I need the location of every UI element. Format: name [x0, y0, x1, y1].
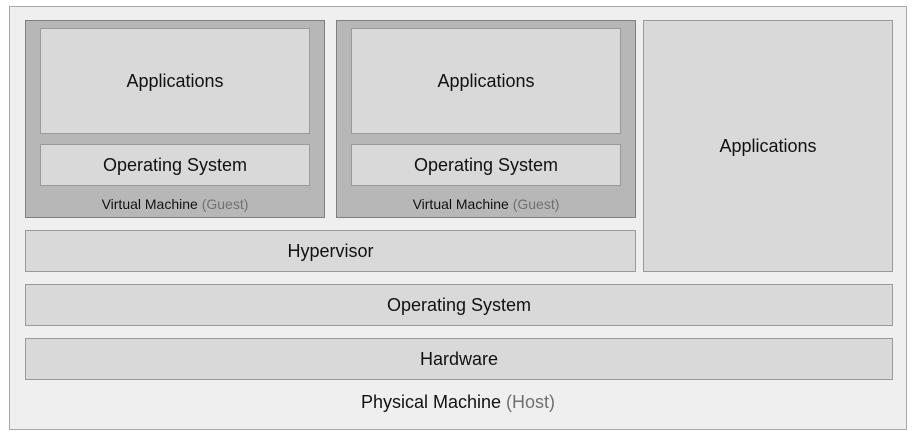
host-caption-note: (Host)	[506, 392, 556, 412]
vm2-applications: Applications	[351, 28, 621, 134]
vm1-caption-main: Virtual Machine	[101, 196, 198, 212]
host-caption-main: Physical Machine	[360, 392, 502, 412]
hardware: Hardware	[25, 338, 893, 380]
vm1-operating-system: Operating System	[40, 144, 310, 186]
host-caption: Physical Machine (Host)	[0, 392, 916, 413]
vm2-caption-note: (Guest)	[512, 196, 560, 212]
vm2-caption: Virtual Machine (Guest)	[336, 196, 636, 212]
vm1-caption-note: (Guest)	[201, 196, 249, 212]
vm2-caption-main: Virtual Machine	[412, 196, 509, 212]
hypervisor: Hypervisor	[25, 230, 636, 272]
host-applications: Applications	[643, 20, 893, 272]
host-operating-system: Operating System	[25, 284, 893, 326]
vm1-applications: Applications	[40, 28, 310, 134]
vm2-operating-system: Operating System	[351, 144, 621, 186]
vm1-caption: Virtual Machine (Guest)	[25, 196, 325, 212]
